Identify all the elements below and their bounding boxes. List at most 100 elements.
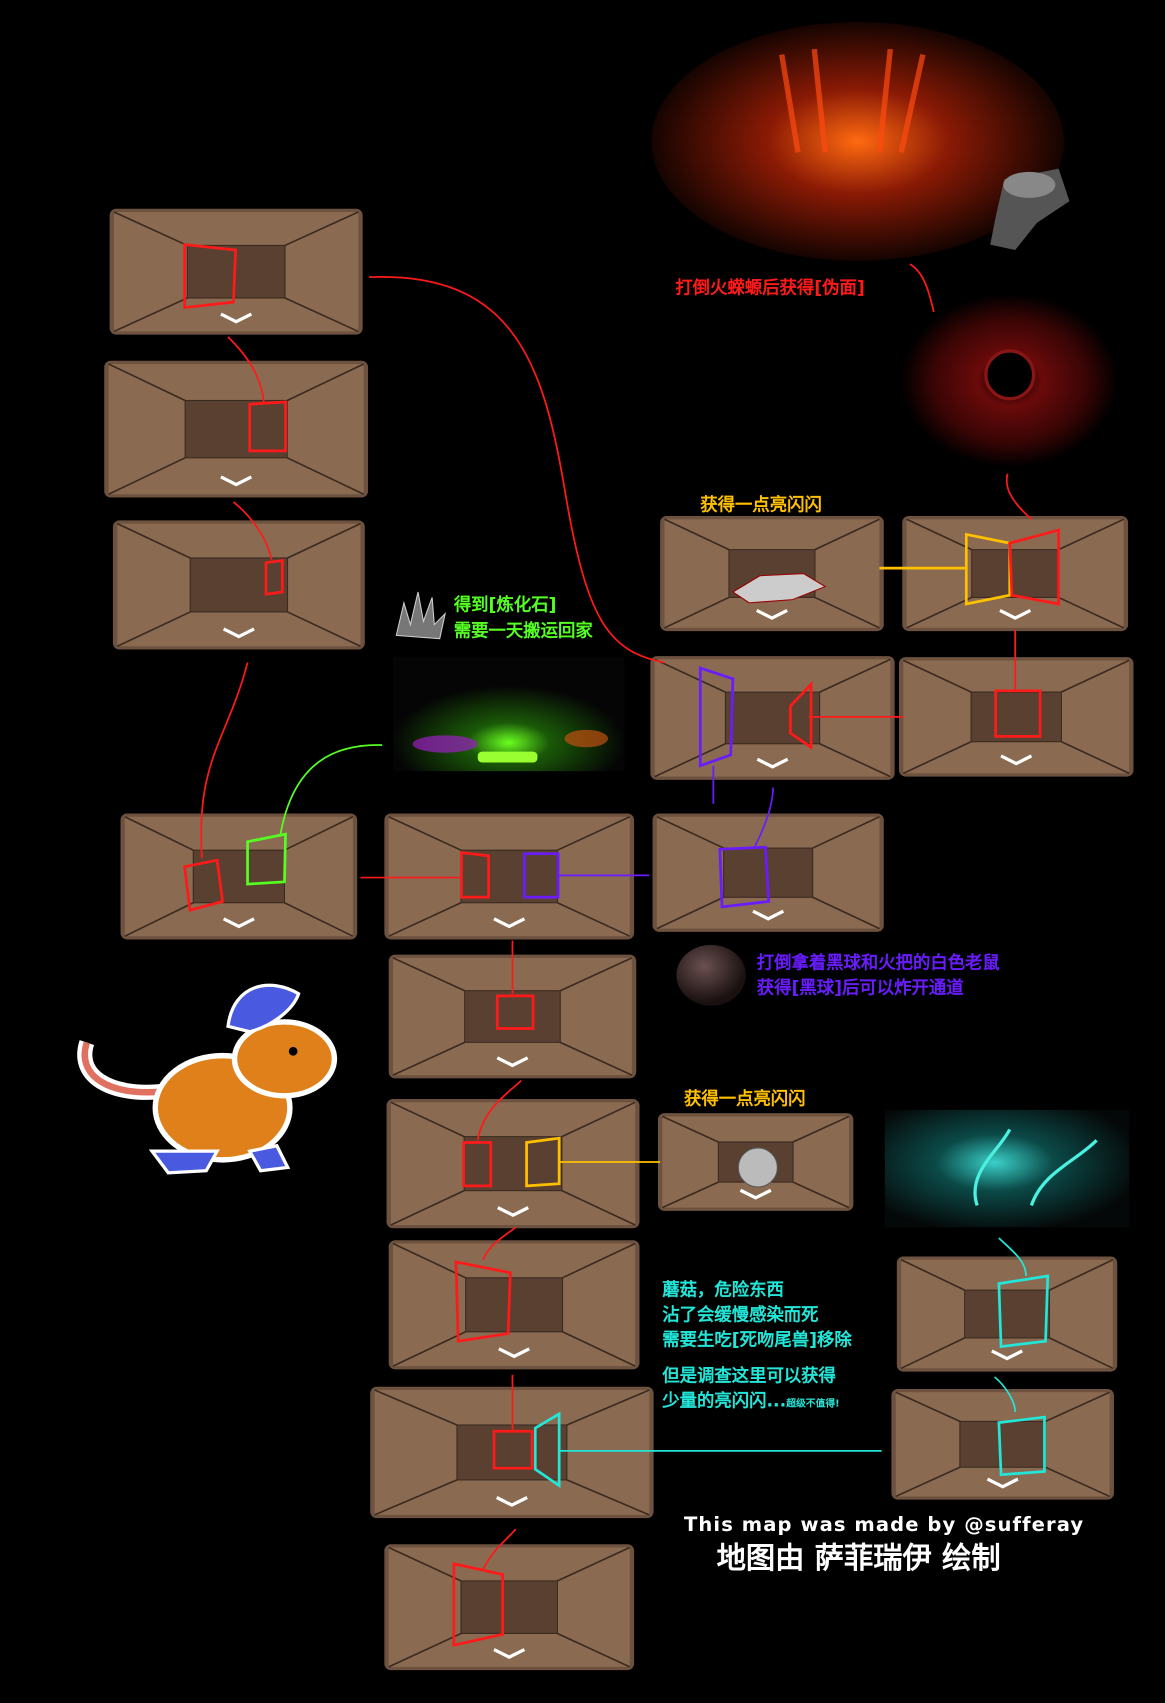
room-perspective-line: [819, 743, 891, 778]
room-chevron-icon: [495, 1496, 528, 1507]
room-back-wall: [463, 1136, 563, 1192]
room-back-wall: [460, 849, 558, 904]
room-perspective-line: [902, 740, 972, 775]
room-perspective-line: [906, 518, 973, 551]
arrows-layer: [200, 263, 1033, 1570]
room-perspective-line: [561, 1189, 636, 1226]
room-perspective-line: [1045, 1391, 1110, 1423]
crystal-item-icon: [395, 591, 447, 640]
door-marker-14: [452, 1562, 505, 1647]
room-perspective-line: [559, 957, 633, 992]
room-perspective-line: [284, 211, 359, 247]
fake-mask-item-icon: [990, 168, 1070, 250]
room-perspective-line: [392, 1041, 466, 1076]
room-perspective-line: [287, 522, 361, 559]
room-chevron-icon: [498, 1347, 531, 1359]
room-perspective-line: [656, 896, 724, 930]
room-perspective-line: [374, 1389, 458, 1426]
room-perspective-line: [116, 522, 191, 559]
room-chevron-icon: [986, 1477, 1019, 1489]
mushroom-label-5-main: 少量的亮闪闪...: [661, 1390, 786, 1411]
room-perspective-line: [792, 1181, 850, 1209]
room-4: [120, 813, 358, 940]
room-perspective-line: [286, 457, 365, 496]
crystal-altar-scene: [393, 657, 625, 772]
room-2: [104, 360, 369, 498]
room-chevron-icon: [991, 1349, 1023, 1361]
door-marker-15: [698, 666, 735, 768]
room-perspective-line: [1058, 596, 1125, 629]
door-marker-18: [964, 532, 1012, 606]
crystal-label-2: 需要一天搬运回家: [454, 621, 594, 642]
room-perspective-line: [664, 518, 730, 551]
door-marker-11: [454, 1260, 512, 1343]
room-1: [109, 208, 363, 335]
room-18: [891, 1388, 1114, 1500]
credit-chinese: 地图由 萨菲瑞伊 绘制: [717, 1541, 1001, 1575]
room-chevron-icon: [739, 1188, 772, 1200]
door-marker-5: [246, 832, 287, 886]
arrow-cyan-d4: [993, 1376, 1017, 1412]
room-back-wall: [464, 990, 561, 1043]
room-perspective-line: [392, 957, 466, 992]
room-back-wall: [184, 399, 288, 459]
door-marker-16: [789, 680, 813, 750]
mushroom-label-5-small: 超级不值得!: [785, 1396, 839, 1409]
fire-reward-label: 打倒火蝾螈后获得[伪面]: [675, 277, 864, 298]
room-back-wall: [964, 1289, 1050, 1339]
room-perspective-line: [124, 902, 194, 937]
room-10: [384, 1544, 635, 1671]
room-back-wall: [724, 691, 821, 745]
arrow-red-fire: [909, 263, 935, 313]
room-back-wall: [189, 557, 289, 613]
crystal-label-1: 得到[炼化石]: [453, 594, 557, 615]
doors-layer: [183, 243, 1060, 1647]
room-perspective-line: [561, 1101, 636, 1138]
room-5: [384, 813, 635, 940]
room-6: [388, 954, 637, 1079]
arrow-red-m6: [482, 1528, 517, 1570]
credit-english: This map was made by @sufferay: [684, 1513, 1084, 1536]
door-marker-10: [525, 1136, 561, 1188]
room-3: [112, 520, 365, 650]
room-back-wall: [456, 1424, 568, 1481]
room-perspective-line: [1061, 659, 1130, 693]
shiny-item-icon: [737, 1147, 778, 1188]
room-perspective-line: [814, 596, 880, 629]
room-perspective-line: [113, 211, 188, 247]
door-marker-13: [533, 1411, 561, 1489]
room-perspective-line: [390, 1189, 465, 1226]
arrow-green: [279, 744, 383, 837]
room-perspective-line: [661, 1181, 719, 1209]
room-perspective-line: [287, 611, 361, 648]
room-perspective-line: [390, 1101, 465, 1138]
shiny-label-bottom: 获得一点亮闪闪: [684, 1088, 806, 1109]
room-perspective-line: [124, 816, 194, 851]
room-chevron-icon: [756, 757, 789, 769]
room-perspective-line: [906, 596, 973, 629]
fire-salamander-scene: [651, 21, 1065, 261]
room-perspective-line: [562, 1242, 636, 1279]
room-back-wall: [971, 549, 1060, 598]
room-perspective-line: [557, 902, 631, 937]
dragon-mascot: [77, 983, 338, 1175]
room-back-wall: [192, 849, 286, 904]
room-perspective-line: [566, 1389, 650, 1426]
room-back-wall: [959, 1420, 1047, 1468]
door-marker-22: [997, 1415, 1046, 1477]
door-marker-7: [523, 852, 560, 899]
room-chevron-icon: [752, 909, 785, 921]
room-12: [650, 656, 895, 780]
room-chevron-icon: [756, 609, 788, 620]
room-chevron-icon: [222, 917, 255, 929]
room-back-wall: [465, 1277, 564, 1333]
room-perspective-line: [1049, 1259, 1114, 1291]
shiny-label-top: 获得一点亮闪闪: [700, 495, 822, 516]
door-marker-20: [994, 689, 1042, 738]
room-17: [896, 1256, 1118, 1372]
room-perspective-line: [812, 896, 880, 930]
red-vortex-scene: [901, 293, 1119, 468]
door-marker-12: [492, 1429, 534, 1470]
room-perspective-line: [286, 363, 365, 402]
